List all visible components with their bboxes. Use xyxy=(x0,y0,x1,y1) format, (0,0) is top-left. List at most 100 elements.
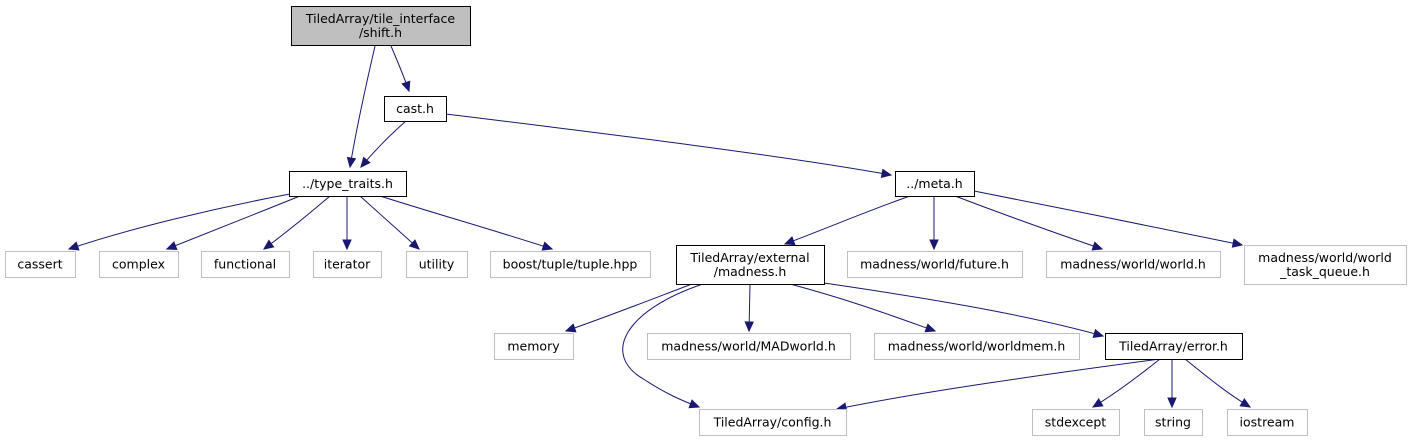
node-world-box xyxy=(1046,251,1221,278)
node-cast[interactable]: cast.h xyxy=(384,96,447,122)
node-functional-label-0: functional xyxy=(214,257,276,272)
nodes-layer: TiledArray/tile_interface/shift.h cast.h.… xyxy=(5,6,1407,436)
node-error[interactable]: TiledArray/error.h xyxy=(1105,333,1243,360)
node-type_traits[interactable]: ../type_traits.h xyxy=(289,171,407,197)
edge-madness-to-error xyxy=(823,282,1105,339)
node-madworld[interactable]: madness/world/MADworld.h xyxy=(647,333,851,360)
edge-type_traits-to-cassert-arrowhead xyxy=(67,241,80,251)
edge-type_traits-to-complex-line xyxy=(166,195,301,250)
edge-meta-to-future-arrowhead xyxy=(929,239,939,251)
node-tuple-box xyxy=(490,251,651,278)
node-utility-box xyxy=(406,251,468,278)
node-iostream[interactable]: iostream xyxy=(1227,409,1308,436)
edge-type_traits-to-functional-line xyxy=(263,195,331,250)
node-type_traits-box xyxy=(289,171,407,197)
node-config-box xyxy=(699,409,847,436)
edge-type_traits-to-cassert xyxy=(67,193,291,251)
edge-error-to-iostream xyxy=(1184,358,1252,408)
node-iostream-box xyxy=(1227,409,1308,436)
edge-type_traits-to-iterator xyxy=(342,196,352,251)
edge-type_traits-to-functional-arrowhead xyxy=(263,239,275,250)
node-meta[interactable]: ../meta.h xyxy=(895,171,975,197)
edge-meta-to-future xyxy=(929,196,939,251)
node-utility-label-0: utility xyxy=(419,257,455,272)
edge-error-to-stdexcept-line xyxy=(1092,358,1161,408)
node-madness-box xyxy=(676,245,825,285)
edge-madness-to-error-line xyxy=(823,282,1104,337)
node-memory-label-0: memory xyxy=(507,339,560,354)
node-taskq-label-1: _task_queue.h xyxy=(1279,264,1370,279)
edge-madness-to-madworld-arrowhead xyxy=(744,321,754,333)
node-cassert-box xyxy=(5,251,76,278)
edges-layer xyxy=(67,45,1252,412)
edge-error-to-stdexcept-arrowhead xyxy=(1091,398,1104,408)
edge-type_traits-to-iterator-arrowhead xyxy=(342,239,352,251)
node-world-label-0: madness/world/world.h xyxy=(1060,257,1206,272)
node-world[interactable]: madness/world/world.h xyxy=(1046,251,1221,278)
edge-error-to-config xyxy=(835,358,1161,412)
edge-madness-to-memory-arrowhead xyxy=(564,323,577,333)
edge-shift-to-type_traits xyxy=(346,45,376,169)
edge-cast-to-meta-arrowhead xyxy=(880,168,893,179)
edge-type_traits-to-utility-line xyxy=(359,195,420,250)
node-string[interactable]: string xyxy=(1144,409,1203,436)
edge-madness-to-config-line xyxy=(622,283,704,408)
node-taskq[interactable]: madness/world/world_task_queue.h xyxy=(1244,245,1407,285)
node-meta-box xyxy=(895,171,975,197)
node-madness[interactable]: TiledArray/external/madness.h xyxy=(676,245,825,285)
node-stdexcept[interactable]: stdexcept xyxy=(1032,409,1120,436)
node-functional[interactable]: functional xyxy=(201,251,290,278)
edge-type_traits-to-complex-arrowhead xyxy=(165,241,178,250)
node-taskq-label-0: madness/world/world xyxy=(1258,250,1392,265)
edge-madness-to-worldmem xyxy=(789,283,937,333)
node-memory[interactable]: memory xyxy=(494,333,574,360)
edge-madness-to-memory xyxy=(564,283,693,333)
node-iterator-box xyxy=(313,251,382,278)
node-shift-box xyxy=(291,6,471,46)
edge-shift-to-cast-arrowhead xyxy=(401,80,411,93)
node-worldmem-label-0: madness/world/worldmem.h xyxy=(888,339,1066,354)
edge-madness-to-worldmem-line xyxy=(789,283,936,332)
node-iterator[interactable]: iterator xyxy=(313,251,382,278)
node-worldmem-box xyxy=(874,333,1080,360)
edge-cast-to-type_traits xyxy=(360,120,407,168)
node-string-label-0: string xyxy=(1155,415,1191,430)
node-type_traits-label-0: ../type_traits.h xyxy=(302,176,393,191)
node-error-label-0: TiledArray/error.h xyxy=(1118,339,1228,354)
edge-madness-to-config xyxy=(622,283,704,409)
edge-type_traits-to-tuple xyxy=(379,195,554,251)
node-iterator-label-0: iterator xyxy=(324,257,371,272)
node-complex-label-0: complex xyxy=(112,257,165,272)
node-worldmem[interactable]: madness/world/worldmem.h xyxy=(874,333,1080,360)
edge-type_traits-to-tuple-arrowhead xyxy=(541,241,554,251)
edge-meta-to-madness xyxy=(783,195,911,246)
node-error-box xyxy=(1105,333,1243,360)
node-taskq-box xyxy=(1244,245,1407,285)
edge-cast-to-type_traits-line xyxy=(360,120,407,168)
node-future-box xyxy=(847,251,1023,278)
edge-meta-to-world-line xyxy=(954,195,1103,250)
node-cassert-label-0: cassert xyxy=(17,257,62,272)
node-config[interactable]: TiledArray/config.h xyxy=(699,409,847,436)
node-cast-box xyxy=(384,96,447,122)
node-shift-label-0: TiledArray/tile_interface xyxy=(305,11,456,26)
node-iostream-label-0: iostream xyxy=(1240,415,1295,430)
node-shift[interactable]: TiledArray/tile_interface/shift.h xyxy=(291,6,471,46)
node-cast-label-0: cast.h xyxy=(396,101,434,116)
node-complex[interactable]: complex xyxy=(99,251,179,278)
edge-meta-to-taskq-line xyxy=(973,190,1243,246)
edge-type_traits-to-cassert-line xyxy=(68,193,291,250)
node-future[interactable]: madness/world/future.h xyxy=(847,251,1023,278)
node-cassert[interactable]: cassert xyxy=(5,251,76,278)
edge-cast-to-meta-line xyxy=(445,113,892,176)
edge-shift-to-cast xyxy=(390,45,411,93)
node-functional-box xyxy=(201,251,290,278)
node-tuple[interactable]: boost/tuple/tuple.hpp xyxy=(490,251,651,278)
node-complex-box xyxy=(99,251,179,278)
edge-type_traits-to-tuple-line xyxy=(379,195,553,250)
node-utility[interactable]: utility xyxy=(406,251,468,278)
node-memory-box xyxy=(494,333,574,360)
node-shift-label-1: /shift.h xyxy=(359,25,402,40)
edge-error-to-iostream-line xyxy=(1184,358,1251,408)
